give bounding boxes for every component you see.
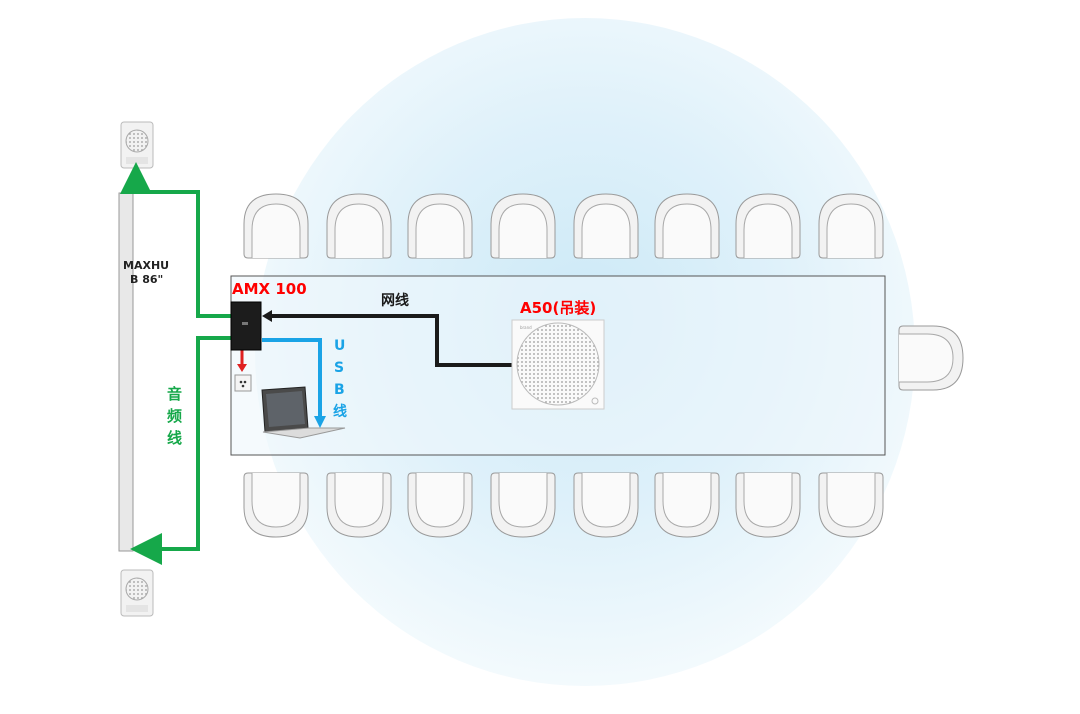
display-label-line2: B 86" <box>130 273 163 286</box>
chair-bottom-2 <box>326 472 392 538</box>
usb-label-xian: 线 <box>333 403 347 420</box>
chair-bottom-3 <box>407 472 473 538</box>
network-cable <box>270 314 512 367</box>
network-arrowhead <box>262 310 272 322</box>
audio-label-pin: 频 <box>167 407 182 425</box>
usb-label-s: S <box>334 360 344 376</box>
chair-top-1 <box>243 193 309 259</box>
chair-top-5 <box>573 193 639 259</box>
display-label-line1: MAXHU <box>123 259 169 272</box>
usb-label-b: B <box>334 382 345 398</box>
chair-bottom-7 <box>735 472 801 538</box>
ceiling-mic-unit: brand <box>511 319 605 410</box>
ceiling-mic-label: A50(吊装) <box>520 299 596 317</box>
usb-label-u: U <box>334 338 345 354</box>
processor-box <box>230 301 262 351</box>
chair-top-7 <box>735 193 801 259</box>
chair-top-6 <box>654 193 720 259</box>
chair-top-4 <box>490 193 556 259</box>
chair-top-2 <box>326 193 392 259</box>
chair-bottom-6 <box>654 472 720 538</box>
chair-end <box>898 325 964 391</box>
chair-bottom-1 <box>243 472 309 538</box>
chair-bottom-5 <box>573 472 639 538</box>
audio-label-xian: 线 <box>167 429 182 447</box>
usb-cable <box>262 338 322 420</box>
chair-top-8 <box>818 193 884 259</box>
chair-bottom-4 <box>490 472 556 538</box>
chair-bottom-8 <box>818 472 884 538</box>
usb-arrowhead <box>314 416 326 428</box>
power-arrowhead <box>237 364 247 372</box>
processor-label: AMX 100 <box>232 280 307 298</box>
speaker-bottom <box>120 569 154 617</box>
laptop-icon <box>261 386 346 439</box>
display-panel <box>118 192 134 552</box>
svg-text:brand: brand <box>520 325 532 330</box>
power-outlet-icon <box>234 374 252 392</box>
network-cable-label: 网线 <box>381 292 409 309</box>
speaker-top <box>120 121 154 169</box>
audio-label-yin: 音 <box>167 385 182 403</box>
chairs-group <box>243 193 964 538</box>
chair-top-3 <box>407 193 473 259</box>
audio-cable-top <box>120 162 231 318</box>
audio-cable-bottom <box>130 336 231 565</box>
